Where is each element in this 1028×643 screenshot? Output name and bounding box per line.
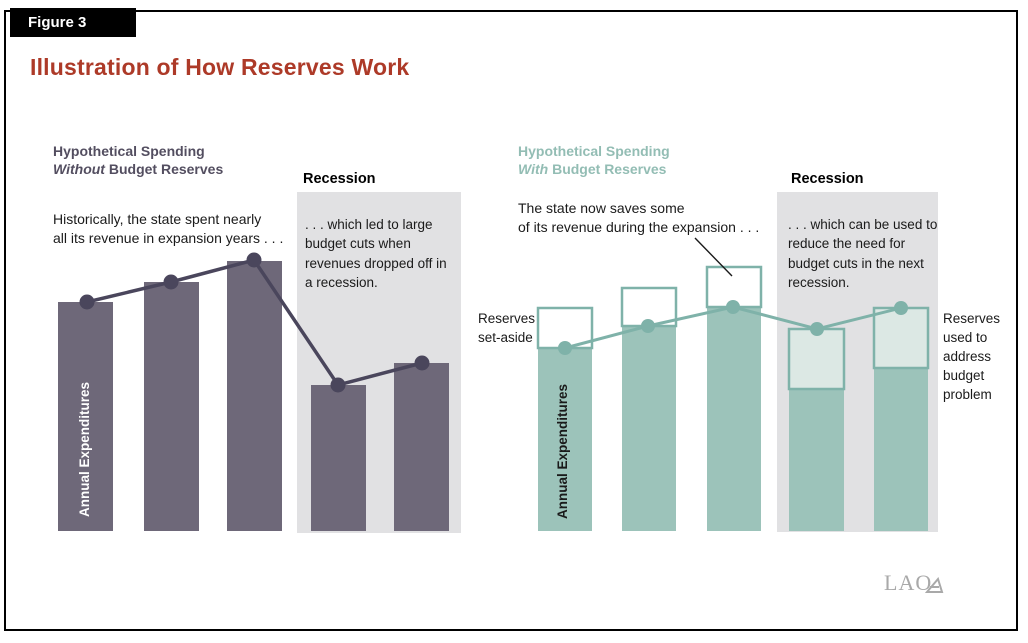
left-recession-note: . . . which led to large budget cuts whe… [305, 217, 447, 291]
without-reserves-bar-1 [58, 302, 113, 531]
lao-logo-mark [925, 577, 944, 593]
with-reserves-bar-1 [538, 348, 592, 531]
right-heading-rest: Budget Reserves [548, 160, 667, 177]
without-reserves-bar-5 [394, 363, 449, 531]
with-reserves-data-point-2 [641, 319, 655, 333]
page-title: Illustration of How Reserves Work [30, 54, 410, 80]
right-y-axis-label: Annual Expenditures [555, 383, 570, 519]
right-chart-heading: Hypothetical Spending With Budget Reserv… [518, 143, 670, 179]
without-reserves-data-point-4 [330, 377, 346, 393]
with-reserves-bar-5 [874, 368, 928, 531]
without-reserves-data-point-3 [246, 252, 262, 268]
without-reserves-data-point-5 [414, 355, 430, 371]
with-reserves-bar-2 [622, 326, 676, 531]
with-reserves-bar-4 [789, 389, 844, 531]
without-reserves-bar-3 [227, 261, 282, 531]
with-reserves-reserve-box-4 [787, 327, 846, 391]
left-recession-label: Recession [303, 171, 376, 187]
without-reserves-bar-2 [144, 282, 199, 531]
with-reserves-reserve-box-5 [872, 306, 930, 370]
with-reserves-data-point-1 [558, 341, 572, 355]
lao-logo-text: LAO [884, 570, 933, 595]
left-heading-rest: Budget Reserves [104, 160, 224, 177]
right-heading-line1: Hypothetical Spending [518, 143, 670, 159]
right-heading-emphasis: With [518, 160, 549, 177]
left-heading-emphasis: Without [53, 160, 105, 177]
figure-number-label: Figure 3 [28, 14, 87, 31]
left-y-axis-label: Annual Expenditures [77, 381, 92, 517]
right-recession-label: Recession [791, 171, 864, 187]
left-heading-line1: Hypothetical Spending [53, 143, 205, 159]
right-expansion-annotation: The state now saves some of its revenue … [518, 200, 760, 236]
figure-number-tab: Figure 3 [10, 8, 136, 37]
with-reserves-annotation-pointer-line [694, 237, 733, 277]
lao-logo: LAO [884, 570, 945, 596]
figure-border [4, 10, 1018, 631]
reserves-set-aside-label: Reserves set-aside [478, 311, 536, 345]
reserves-used-label: Reserves used to address budget problem [943, 311, 1001, 402]
with-reserves-data-point-3 [726, 300, 740, 314]
with-reserves-bar-3 [707, 307, 761, 531]
without-reserves-data-point-2 [163, 274, 179, 290]
left-expansion-annotation: Historically, the state spent nearly all… [53, 211, 284, 247]
without-reserves-bar-4 [311, 385, 366, 531]
with-reserves-data-point-4 [810, 322, 824, 336]
without-reserves-data-point-1 [79, 294, 95, 310]
left-chart-heading: Hypothetical Spending Without Budget Res… [53, 143, 223, 179]
with-reserves-data-point-5 [894, 301, 908, 315]
right-recession-note: . . . which can be used to reduce the ne… [788, 217, 938, 291]
